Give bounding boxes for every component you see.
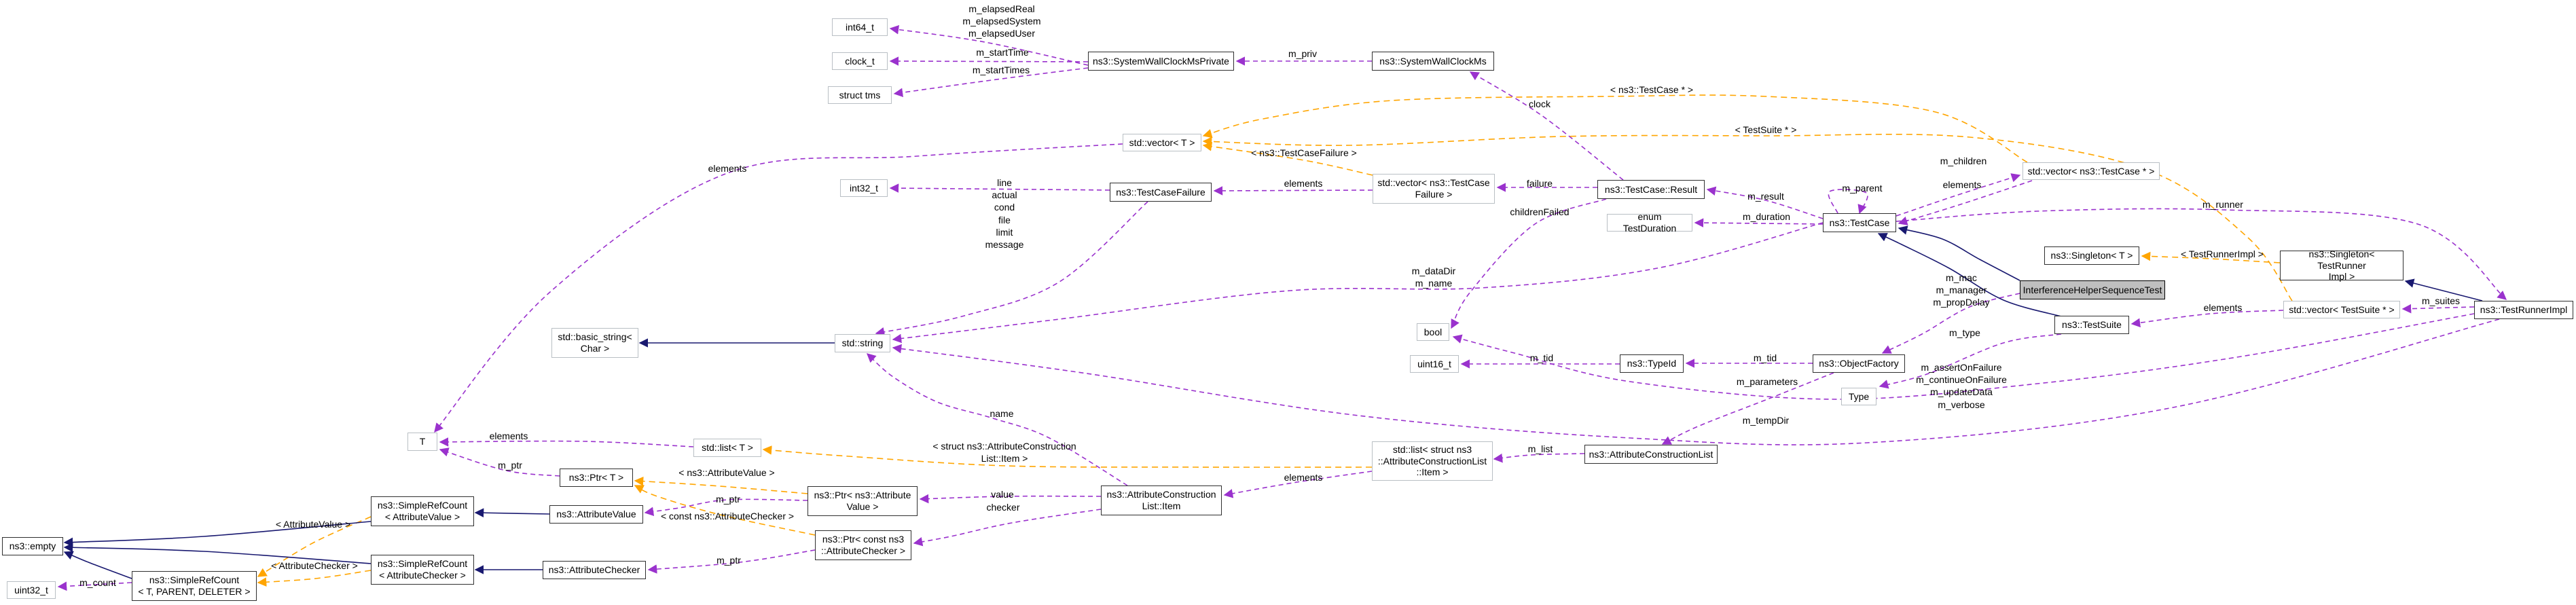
node-vec_tsp: std::vector< TestSuite * > [2283,301,2400,318]
edge-member-tcf-int32 [889,183,1110,193]
edge-template-single_tri-single_t [2141,251,2281,263]
node-empty[interactable]: ns3::empty [2,537,63,555]
node-u16: uint16_t [1410,355,1459,373]
edge-member-vec_tsp-suite [2130,310,2284,328]
node-list_item: std::list< struct ns3 ::AttributeConstru… [1372,441,1493,481]
edge-member-result-swcm [1469,71,1624,181]
edge-member-ptr_av-av [644,498,808,516]
edge-member-vec_tcf-tcf [1213,186,1373,196]
node-ihst: InterferenceHelperSequenceTest [2020,280,2165,299]
edge-member-item-ptr_av [919,494,1102,504]
edge-template-ptr_av-ptr_t [634,476,808,494]
edge-template-src_ac-src_tpd [257,570,371,587]
edge-member-swcmp-tms [893,67,1089,98]
node-tms: struct tms [828,86,892,104]
edge-member-vec_t-t [434,143,1123,433]
node-ptr_av[interactable]: ns3::Ptr< ns3::Attribute Value > [808,486,918,516]
node-vec_tcp: std::vector< ns3::TestCase * > [2022,162,2160,180]
edge-member-tc-result [1706,186,1824,219]
node-av[interactable]: ns3::AttributeValue [549,505,643,524]
node-single_t[interactable]: ns3::Singleton< T > [2044,246,2139,265]
edge-inherit-tri-single_tri [2404,278,2483,301]
edge-member-tc-str [892,222,1824,344]
edge-template-vec_tcp-vec_t [1202,94,2028,163]
node-src_av[interactable]: ns3::SimpleRefCount < AttributeValue > [371,496,474,526]
edge-template-ptr_cac-ptr_t [634,485,816,536]
edge-template-list_item-list_t [762,445,1373,468]
edge-member-swcmp-clockt [889,56,1089,66]
edge-member-acl-list_item [1493,453,1585,463]
edge-member-tri-bool [1452,313,2475,400]
edge-member-item-ptr_cac [913,509,1102,547]
node-result[interactable]: ns3::TestCase::Result [1597,180,1705,199]
edge-template-vec_tcf-vec_t [1202,142,1373,176]
node-acl[interactable]: ns3::AttributeConstructionList [1584,445,1718,464]
edge-member-tc-tri [1895,208,2507,300]
edge-member-list_t-t [439,437,694,447]
edge-inherit-av-src_av [474,508,550,518]
node-suite[interactable]: ns3::TestSuite [2054,316,2129,334]
edge-member-result-bool [1451,198,1607,329]
edge-inherit-suite-tc [1877,233,2062,317]
edge-member-tcf-str [875,201,1148,337]
node-ac[interactable]: ns3::AttributeChecker [543,561,646,579]
node-bstr: std::basic_string< Char > [551,328,638,358]
edge-member-vec_tcp-tc [1898,180,2033,225]
node-int32: int32_t [840,179,888,197]
node-vec_t: std::vector< T > [1123,134,1201,151]
edge-member-swcmp-int64 [889,24,1089,66]
node-tcf[interactable]: ns3::TestCaseFailure [1110,183,1212,202]
node-swcm[interactable]: ns3::SystemWallClockMs [1372,52,1494,71]
edge-member-item-str [866,353,1128,486]
node-item[interactable]: ns3::AttributeConstruction List::Item [1101,485,1222,515]
edge-inherit-src_av-empty [63,521,371,547]
edge-member-of-acl [1661,372,1834,445]
node-of[interactable]: ns3::ObjectFactory [1813,354,1905,373]
node-list_t: std::list< T > [693,439,761,457]
edge-member-suite-type [1879,333,2062,389]
edge-member-ihst-of [1881,293,2020,354]
node-type: Type [1841,388,1876,405]
node-tid[interactable]: ns3::TypeId [1620,354,1684,373]
node-swcmp[interactable]: ns3::SystemWallClockMsPrivate [1088,52,1234,71]
node-clockt: clock_t [832,52,888,70]
edge-template-src_av-src_tpd [257,516,371,577]
node-ptr_cac[interactable]: ns3::Ptr< const ns3 ::AttributeChecker > [815,530,911,560]
node-dur: enum TestDuration [1607,211,1692,234]
edge-inherit-src_ac-empty [63,543,371,564]
edge-inherit-src_tpd-empty [63,551,132,579]
node-src_tpd[interactable]: ns3::SimpleRefCount < T, PARENT, DELETER… [132,571,257,601]
node-vec_tcf: std::vector< ns3::TestCase Failure > [1373,174,1495,204]
edge-member-tc-tc [1828,189,1868,215]
edge-member-list_item-item [1223,471,1373,498]
edge-member-tc-vec_tcp [1895,173,2021,217]
node-str: std::string [835,334,890,352]
edge-member-ptr_cac-ac [647,549,816,574]
node-u32: uint32_t [7,581,56,599]
node-int64: int64_t [832,18,888,36]
edge-member-tri-vec_tsp [2401,304,2475,314]
edge-template-vec_tsp-vec_t [1202,133,2293,301]
edge-member-src_tpd-u32 [57,581,132,591]
node-bool: bool [1417,323,1449,341]
node-tc[interactable]: ns3::TestCase [1823,213,1896,232]
edge-inherit-ihst-tc [1898,225,2020,281]
edge-member-tc-dur [1694,218,1824,227]
edge-member-tri-str [892,318,2500,445]
node-single_tri[interactable]: ns3::Singleton< TestRunner Impl > [2280,249,2403,282]
node-src_ac[interactable]: ns3::SimpleRefCount < AttributeChecker > [371,555,474,585]
node-tri[interactable]: ns3::TestRunnerImpl [2474,301,2573,319]
edge-member-ptr_t-t [439,447,560,477]
node-t: T [407,433,437,451]
node-ptr_t[interactable]: ns3::Ptr< T > [560,469,633,487]
